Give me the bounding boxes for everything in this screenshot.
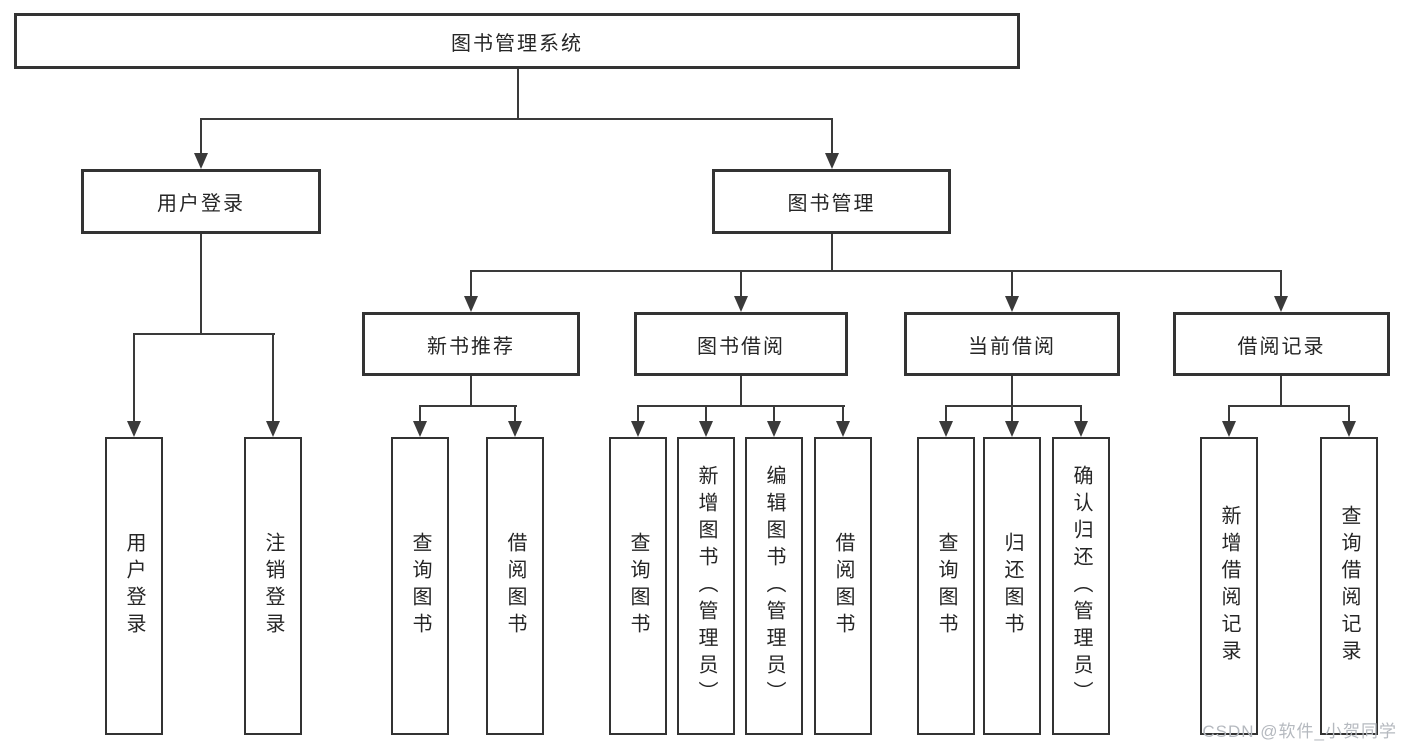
borrowing-records-node: 借阅记录 (1173, 312, 1390, 376)
leaf-label: 新增图书（管理员） (695, 464, 717, 708)
leaf-borrow-books: 借阅图书 (814, 437, 872, 735)
arrowhead (1342, 421, 1356, 437)
system-root-label: 图书管理系统 (451, 32, 583, 55)
connector (1280, 270, 1282, 298)
connector (1228, 405, 1350, 407)
connector (1348, 405, 1350, 423)
connector (514, 405, 516, 423)
leaf-label: 归还图书 (1001, 532, 1023, 640)
arrowhead (939, 421, 953, 437)
connector (470, 270, 472, 298)
current-borrowing-label: 当前借阅 (968, 335, 1056, 358)
connector (1280, 376, 1282, 407)
connector (200, 118, 833, 120)
arrowhead (734, 296, 748, 312)
connector (945, 405, 1082, 407)
connector (637, 405, 639, 423)
connector (419, 405, 421, 423)
leaf-add-borrow-record: 新增借阅记录 (1200, 437, 1258, 735)
leaf-label: 查询借阅记录 (1338, 505, 1360, 667)
borrowing-records-label: 借阅记录 (1237, 335, 1326, 358)
user-login-node: 用户登录 (81, 169, 321, 234)
arrowhead (194, 153, 208, 169)
leaf-label: 查询图书 (627, 532, 649, 640)
leaf-label: 确认归还（管理员） (1070, 464, 1092, 708)
leaf-query-books: 查询图书 (609, 437, 667, 735)
connector (945, 405, 947, 423)
arrowhead (266, 421, 280, 437)
new-book-recommendation-node: 新书推荐 (362, 312, 580, 376)
arrowhead (825, 153, 839, 169)
connector (419, 405, 517, 407)
system-root-node: 图书管理系统 (14, 13, 1020, 69)
leaf-label: 借阅图书 (832, 532, 854, 640)
leaf-logout: 注销登录 (244, 437, 302, 735)
connector (200, 234, 202, 335)
leaf-edit-books-admin: 编辑图书（管理员） (745, 437, 803, 735)
arrowhead (836, 421, 850, 437)
leaf-query-borrow-record: 查询借阅记录 (1320, 437, 1378, 735)
connector (842, 405, 844, 423)
connector (272, 333, 274, 423)
connector (637, 405, 845, 407)
leaf-label: 编辑图书（管理员） (763, 464, 785, 708)
connector (740, 270, 742, 298)
arrowhead (1005, 296, 1019, 312)
connector (1011, 376, 1013, 407)
leaf-label: 新增借阅记录 (1218, 505, 1240, 667)
connector (773, 405, 775, 423)
book-management-node: 图书管理 (712, 169, 951, 234)
arrowhead (1074, 421, 1088, 437)
connector (705, 405, 707, 423)
arrowhead (1274, 296, 1288, 312)
arrowhead (1005, 421, 1019, 437)
connector (831, 234, 833, 272)
arrowhead (699, 421, 713, 437)
connector (517, 69, 519, 120)
arrowhead (1222, 421, 1236, 437)
leaf-label: 借阅图书 (504, 532, 526, 640)
leaf-user-login-label: 用户登录 (123, 532, 145, 640)
book-management-label: 图书管理 (787, 193, 876, 215)
connector (1080, 405, 1082, 423)
connector (470, 270, 1282, 272)
new-book-recommendation-label: 新书推荐 (427, 335, 515, 358)
connector (200, 118, 202, 156)
connector (133, 333, 275, 335)
leaf-confirm-return-admin: 确认归还（管理员） (1052, 437, 1110, 735)
leaf-query-books: 查询图书 (391, 437, 449, 735)
book-borrowing-label: 图书借阅 (697, 335, 785, 358)
book-borrowing-node: 图书借阅 (634, 312, 848, 376)
connector (740, 376, 742, 407)
connector (1011, 270, 1013, 298)
leaf-borrow-books: 借阅图书 (486, 437, 544, 735)
leaf-add-books-admin: 新增图书（管理员） (677, 437, 735, 735)
arrowhead (767, 421, 781, 437)
arrowhead (631, 421, 645, 437)
arrowhead (508, 421, 522, 437)
user-login-label: 用户登录 (157, 193, 245, 215)
connector (470, 376, 472, 407)
connector (1228, 405, 1230, 423)
leaf-label: 查询图书 (935, 532, 957, 640)
leaf-label: 查询图书 (409, 532, 431, 640)
csdn-watermark: CSDN @软件_小贺同学 (1202, 722, 1397, 741)
connector (133, 333, 135, 423)
leaf-logout-label: 注销登录 (262, 532, 284, 640)
connector (831, 118, 833, 156)
connector (1011, 405, 1013, 423)
arrowhead (127, 421, 141, 437)
leaf-user-login: 用户登录 (105, 437, 163, 735)
leaf-query-books: 查询图书 (917, 437, 975, 735)
arrowhead (413, 421, 427, 437)
current-borrowing-node: 当前借阅 (904, 312, 1120, 376)
arrowhead (464, 296, 478, 312)
leaf-return-books: 归还图书 (983, 437, 1041, 735)
